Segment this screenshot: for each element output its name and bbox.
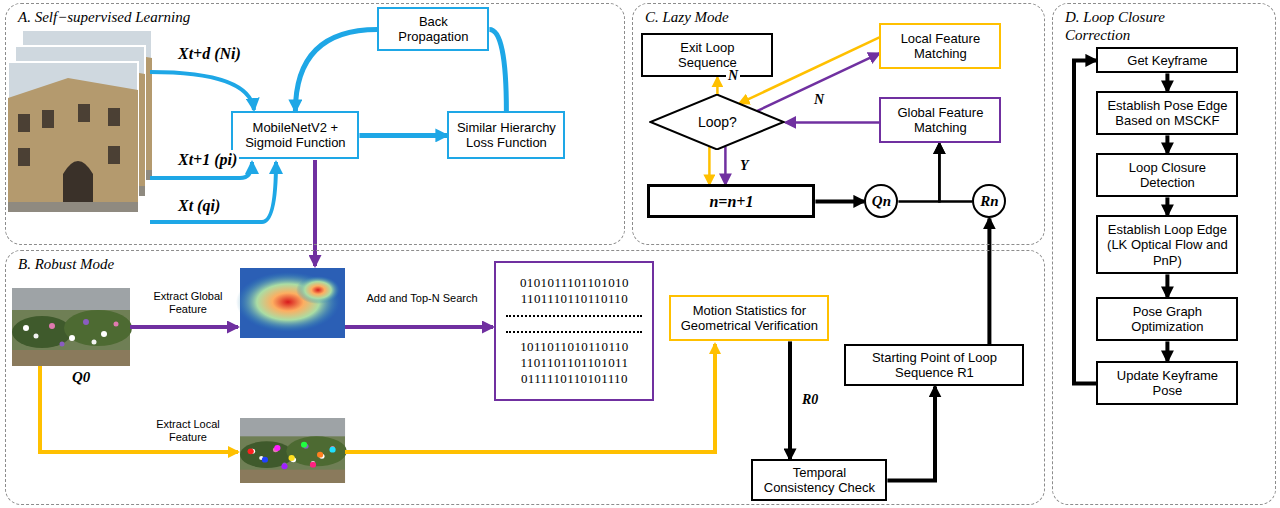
process-box: MobileNetV2 + Sigmoid Function: [231, 111, 359, 159]
flow-arrow: [716, 77, 719, 94]
input-label: Xt+d (Ni): [176, 44, 243, 63]
decision-diamond: Loop?: [649, 94, 785, 150]
process-box: Loop Closure Detection: [1096, 153, 1238, 197]
box-label: Establish Loop Edge (LK Optical Flow and…: [1104, 222, 1230, 269]
arrow-label: Extract Global Feature: [140, 290, 236, 316]
section-panel: D. Loop Closure CorrectionGet KeyframeEs…: [1052, 3, 1276, 505]
section-panel: B. Robust Mode 01010111011010101101110110…: [5, 250, 1045, 505]
process-box: Back Propagation: [377, 7, 489, 51]
edge-label: Y: [738, 158, 751, 175]
arrow-label: Extract Local Feature: [140, 418, 236, 444]
box-label: Pose Graph Optimization: [1104, 304, 1230, 335]
binary-code: 1101110110110110: [521, 291, 629, 307]
flow-arrow: [887, 386, 935, 480]
flow-arrow: [987, 218, 991, 344]
panel-title: D. Loop Closure Correction: [1065, 8, 1205, 44]
panel-title: A. Self−supervised Learning: [18, 8, 190, 26]
process-box: Establish Loop Edge (LK Optical Flow and…: [1096, 215, 1238, 274]
input-label: Xt (qi): [176, 196, 222, 215]
section-panel: C. Lazy ModeExit Loop Sequence Local Feat…: [632, 3, 1045, 245]
flow-arrow: [815, 199, 864, 203]
binary-code: 0101011101101010: [520, 275, 629, 291]
process-box: Starting Point of Loop Sequence R1: [844, 344, 1024, 386]
box-label: Loop Closure Detection: [1104, 160, 1230, 191]
edge-label: N: [812, 92, 826, 109]
process-box: Pose Graph Optimization: [1096, 297, 1238, 341]
flow-arrow: [489, 29, 506, 111]
dotted-row: [502, 307, 646, 323]
state-circle: Rn: [972, 184, 1006, 218]
section-panel: A. Self−supervised Learning Back Propagat…: [5, 3, 625, 245]
process-box: Global Feature Matching: [879, 97, 1001, 143]
query-label: Q0: [70, 368, 92, 386]
edge-label: N: [726, 68, 740, 85]
box-label: Loop?: [698, 114, 737, 131]
box-label: Starting Point of Loop Sequence R1: [852, 350, 1016, 381]
flow-arrow: [757, 53, 879, 111]
process-box: Exit Loop Sequence: [641, 33, 773, 77]
state-circle: Qn: [864, 184, 898, 218]
box-label: Qn: [872, 192, 891, 210]
flow-arrow: [788, 341, 792, 459]
box-label: Rn: [980, 192, 998, 210]
flow-arrow: [295, 29, 377, 111]
process-box: n=n+1: [647, 184, 815, 218]
box-label: Similar Hierarchy Loss Function: [455, 120, 557, 151]
binary-code-box: 01010111011010101101110110110110 10110110…: [494, 261, 654, 401]
flow-arrow: [724, 146, 727, 184]
arrow-label: Add and Top-N Search: [360, 292, 484, 305]
process-box: Temporal Consistency Check: [751, 459, 887, 501]
diamond-shape: [651, 95, 784, 150]
flow-arrow: [1165, 274, 1169, 297]
process-box: Local Feature Matching: [879, 23, 1001, 69]
panel-title: B. Robust Mode: [18, 255, 114, 273]
panel-title: C. Lazy Mode: [645, 8, 729, 26]
flow-arrow: [1074, 60, 1096, 383]
flow-arrow: [785, 121, 879, 124]
binary-code: 1101101101101011: [520, 355, 628, 371]
box-label: Exit Loop Sequence: [649, 40, 765, 71]
box-label: Establish Pose Edge Based on MSCKF: [1104, 98, 1230, 129]
box-label: Motion Statistics for Geometrical Verifi…: [677, 303, 821, 334]
box-label: Get Keyframe: [1127, 53, 1207, 69]
flow-arrow: [359, 133, 447, 138]
process-box: Similar Hierarchy Loss Function: [447, 111, 565, 159]
flow-arrow: [898, 143, 939, 201]
box-label: Temporal Consistency Check: [759, 465, 879, 496]
box-label: Local Feature Matching: [887, 31, 993, 62]
flow-arrow: [1165, 73, 1169, 91]
binary-code: 0111110110101110: [521, 371, 628, 387]
flow-arrow: [1165, 197, 1169, 215]
process-box: Get Keyframe: [1096, 47, 1238, 73]
dotted-row: [502, 323, 646, 339]
input-label: Xt+1 (pi): [176, 150, 239, 169]
flow-arrow: [939, 143, 972, 201]
process-box: Establish Pose Edge Based on MSCKF: [1096, 91, 1238, 135]
box-label: n=n+1: [709, 192, 753, 211]
flow-arrow: [1165, 341, 1169, 361]
box-label: MobileNetV2 + Sigmoid Function: [239, 120, 351, 151]
binary-code: 1011011010110110: [520, 339, 628, 355]
box-label: Global Feature Matching: [887, 105, 993, 136]
edge-label: R0: [800, 392, 820, 409]
process-box: Motion Statistics for Geometrical Verifi…: [669, 295, 829, 341]
box-label: Back Propagation: [385, 14, 481, 45]
flow-arrow: [1165, 135, 1169, 153]
process-box: Update Keyframe Pose: [1096, 361, 1238, 405]
flow-arrow: [708, 146, 711, 184]
box-label: Update Keyframe Pose: [1104, 368, 1230, 399]
